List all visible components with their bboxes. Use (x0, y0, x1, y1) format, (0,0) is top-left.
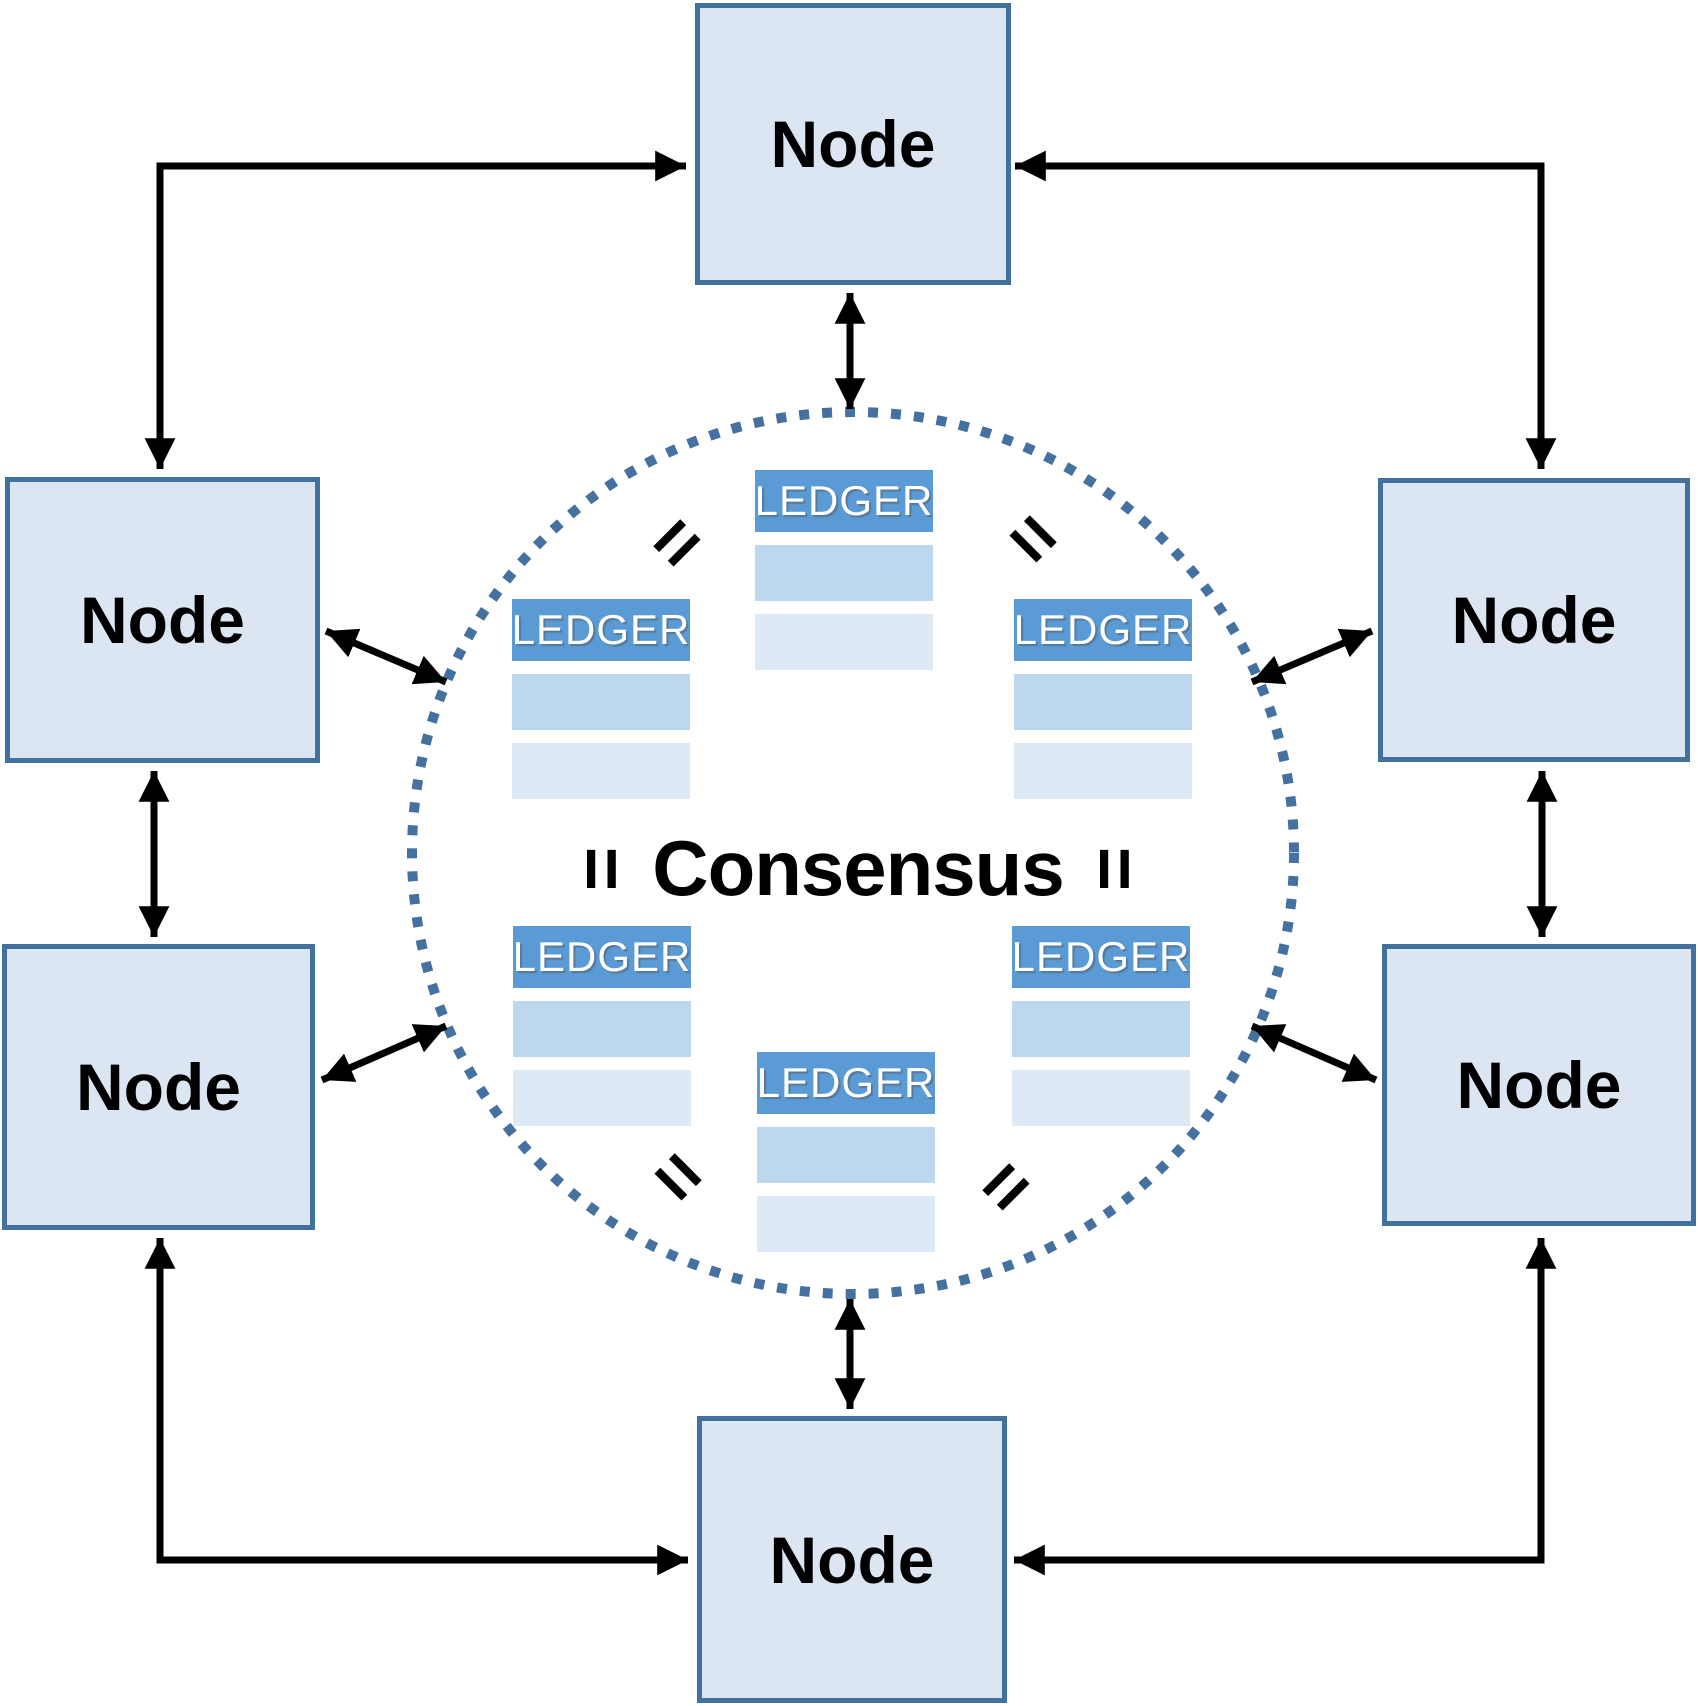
node-label: Node (769, 1522, 935, 1597)
ledger-upper-right: LEDGER (1014, 599, 1192, 799)
ledger-row (512, 743, 690, 799)
ledger-title: LEDGER (1013, 606, 1193, 653)
ledger-title: LEDGER (754, 477, 934, 524)
ledger-row (1012, 1001, 1190, 1057)
arrow-corner-top-right (1015, 150, 1557, 469)
arrow-upper-right-diagonal (1250, 627, 1374, 686)
node-box-upper-left: Node (5, 477, 320, 763)
equals-icon: = (1072, 846, 1157, 892)
ledger-lower-right: LEDGER (1012, 926, 1190, 1126)
ledger-row (1012, 1070, 1190, 1126)
node-box-top: Node (695, 3, 1011, 285)
ledger-upper-left: LEDGER (512, 599, 690, 799)
consensus-label: Consensus (652, 823, 1064, 912)
ledger-row (1014, 743, 1192, 799)
ledger-row (757, 1127, 935, 1183)
ledger-row (513, 1070, 691, 1126)
arrow-lower-right-diagonal (1250, 1022, 1378, 1084)
arrow-corner-bottom-right (1014, 1238, 1557, 1576)
ledger-row (512, 674, 690, 730)
node-label: Node (1456, 1048, 1622, 1122)
ledger-header: LEDGER (757, 1052, 935, 1114)
ledger-title: LEDGER (1011, 933, 1191, 980)
ledger-row (755, 614, 933, 670)
equals-icon: = (559, 846, 644, 892)
node-box-upper-right: Node (1378, 478, 1690, 762)
ledger-title: LEDGER (512, 933, 692, 980)
ledger-title: LEDGER (756, 1059, 936, 1106)
ledger-bottom-center: LEDGER (757, 1052, 935, 1252)
ledger-title: LEDGER (511, 606, 691, 653)
ledger-row (513, 1001, 691, 1057)
node-box-bottom: Node (697, 1416, 1007, 1703)
arrow-lower-left-diagonal (320, 1022, 448, 1084)
node-label: Node (1451, 583, 1617, 657)
node-label: Node (770, 107, 936, 181)
ledger-row (755, 545, 933, 601)
node-box-lower-right: Node (1382, 944, 1696, 1226)
node-label: Node (76, 1050, 241, 1124)
arrow-upper-left-diagonal (324, 627, 448, 686)
consensus-dotted-circle (407, 407, 1299, 1299)
ledger-lower-left: LEDGER (513, 926, 691, 1126)
ledger-top-center: LEDGER (755, 470, 933, 670)
node-box-lower-left: Node (2, 944, 315, 1230)
ledger-header: LEDGER (513, 926, 691, 988)
arrow-corner-bottom-left (144, 1238, 688, 1576)
ledger-row (757, 1196, 935, 1252)
arrow-corner-top-left (144, 150, 686, 469)
ledger-row (1014, 674, 1192, 730)
ledger-header: LEDGER (755, 470, 933, 532)
node-label: Node (80, 583, 245, 657)
ledger-header: LEDGER (512, 599, 690, 661)
ledger-header: LEDGER (1012, 926, 1190, 988)
ledger-header: LEDGER (1014, 599, 1192, 661)
